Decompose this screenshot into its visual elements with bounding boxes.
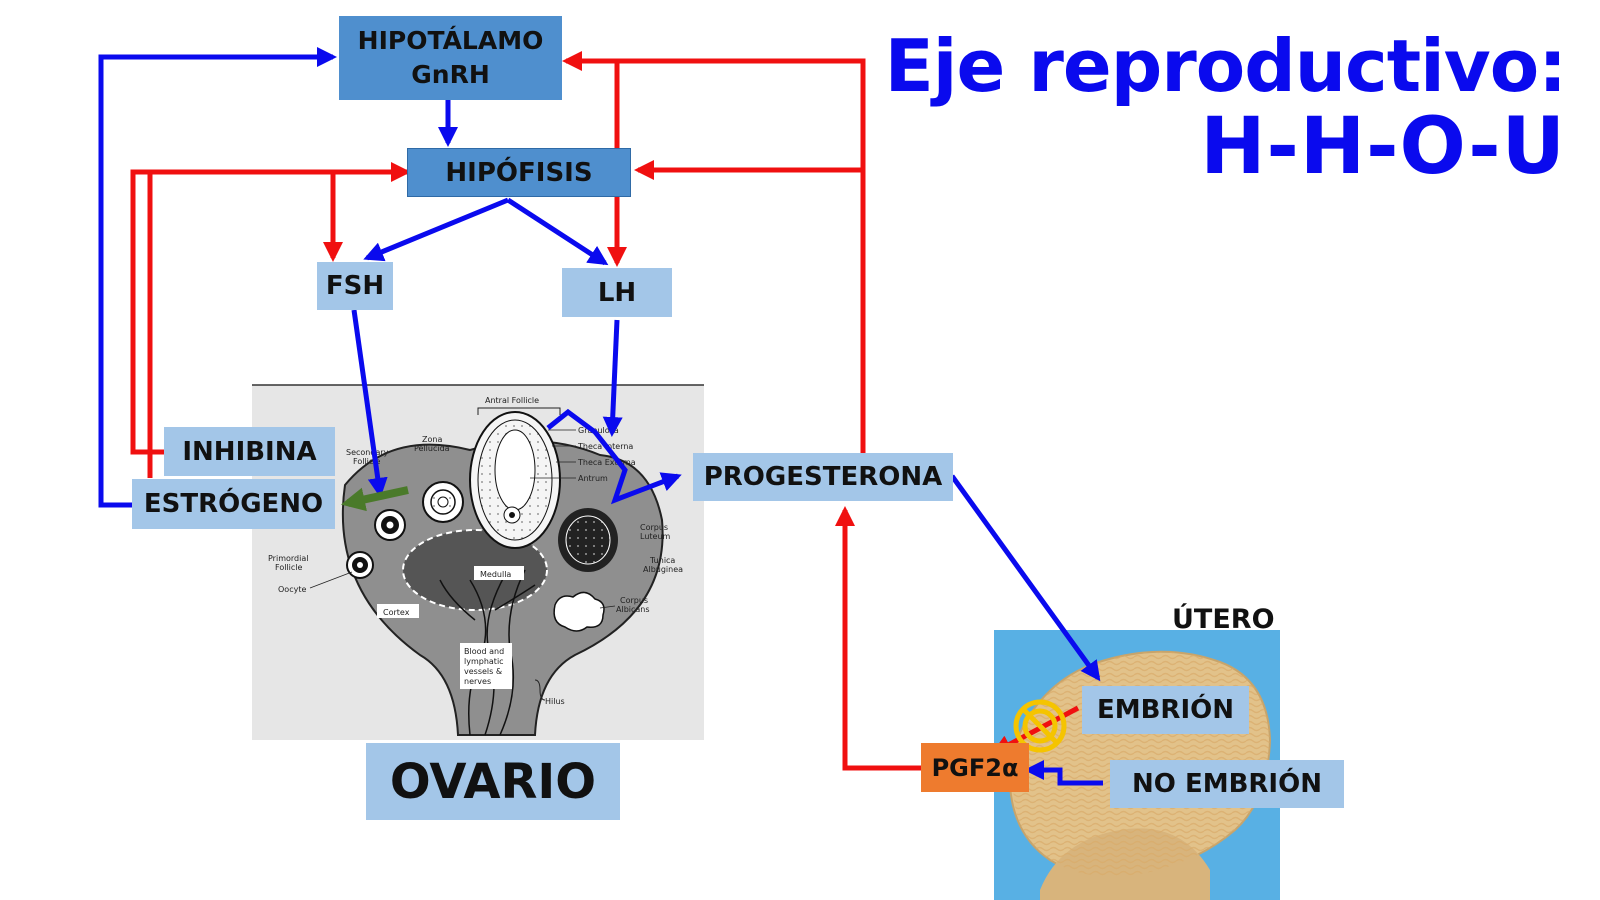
cortex-label: Cortex — [383, 608, 410, 617]
pgf2a-label: PGF2α — [931, 753, 1019, 782]
title-line-2: H-H-O-U — [1200, 102, 1566, 192]
corpus-albicans-label-2: Albicans — [616, 605, 650, 614]
arrow-hipofisis-fsh — [363, 197, 509, 262]
arrow-fsh-follicle — [351, 309, 388, 498]
arrow-progesterona-embrion — [949, 474, 1101, 682]
gnrh-label: GnRH — [411, 60, 490, 89]
estrogeno-label: ESTRÓGENO — [143, 489, 324, 519]
arrow-pgf2a-progesterona — [835, 506, 925, 771]
corpus-albicans — [553, 591, 605, 632]
hilus-label: Hilus — [545, 697, 565, 706]
fsh-label: FSH — [325, 271, 385, 301]
oocyte-label: Oocyte — [278, 585, 306, 594]
utero-label: ÚTERO — [1172, 604, 1275, 635]
zona-label-1: Zona — [422, 435, 442, 444]
arrow-progesterona-hipotalamo — [562, 51, 866, 172]
vessels-label-3: vessels & — [464, 667, 502, 676]
arrow-corpus-progesterona — [546, 408, 682, 505]
ovario-label: OVARIO — [389, 753, 597, 810]
hipofisis-label: HIPÓFISIS — [445, 157, 593, 188]
hipofisis-box: HIPÓFISIS — [407, 148, 631, 197]
vessels-label-bg — [460, 643, 512, 689]
cortex-label-bg — [377, 604, 419, 618]
corpus-luteum — [558, 508, 618, 572]
pgf2a-box: PGF2α — [921, 743, 1029, 792]
blocked-icon — [1013, 699, 1067, 753]
secondary-follicle-label-2: Follicle — [353, 457, 381, 466]
follicle-secondary — [374, 509, 406, 541]
zona-label-2: Pellucida — [414, 444, 450, 453]
corpus-albicans-label-1: Corpus — [620, 596, 648, 605]
inhibina-box: INHIBINA — [164, 427, 335, 476]
lh-label: LH — [597, 277, 637, 308]
vessels-label-2: lymphatic — [464, 657, 504, 666]
primordial-follicle-label-1: Primordial — [268, 554, 308, 563]
arrow-lh-follicle — [602, 319, 623, 437]
title-line-1: Eje reproductivo: — [884, 24, 1567, 108]
vessels-label-1: Blood and — [464, 647, 504, 656]
ovario-box: OVARIO — [366, 743, 620, 820]
follicle-primordial — [346, 551, 374, 579]
fsh-box: FSH — [317, 262, 393, 310]
no-embrion-box: NO EMBRIÓN — [1110, 760, 1344, 808]
no-embrion-label: NO EMBRIÓN — [1132, 769, 1322, 799]
tunica-label-1: Tunica — [649, 556, 675, 565]
medulla-label-bg — [474, 566, 524, 580]
inhibina-label: INHIBINA — [182, 436, 317, 467]
embrion-box: EMBRIÓN — [1082, 686, 1249, 734]
hipotalamo-label: HIPOTÁLAMO — [357, 26, 544, 56]
corpus-luteum-label-2: Luteum — [640, 532, 671, 541]
theca-externa-label: Theca Externa — [577, 458, 636, 467]
progesterona-box: PROGESTERONA — [693, 453, 953, 501]
secondary-follicle-label-1: Secondary — [346, 448, 389, 457]
antral-follicle-label: Antral Follicle — [485, 396, 539, 405]
blue-arrows — [98, 47, 1103, 786]
embrion-label: EMBRIÓN — [1096, 695, 1234, 725]
arrow-follicle-estrogeno — [340, 486, 409, 512]
arrow-estrogeno-hipotalamo — [98, 47, 337, 508]
primordial-follicle-label-2: Follicle — [275, 563, 303, 572]
arrow-hipofisis-lh — [506, 197, 609, 266]
follicle-zona — [422, 481, 464, 523]
vessels-label-4: nerves — [464, 677, 491, 686]
tunica-label-2: Albuginea — [643, 565, 683, 574]
hipotalamo-box: HIPOTÁLAMO GnRH — [339, 16, 562, 100]
lh-box: LH — [562, 268, 672, 317]
granulosa-label: Granulosa — [578, 426, 619, 435]
progesterona-label: PROGESTERONA — [703, 462, 943, 492]
antrum-label: Antrum — [578, 474, 608, 483]
corpus-luteum-label-1: Corpus — [640, 523, 668, 532]
arrow-noembrion-pgf2a — [1024, 760, 1103, 786]
medulla-label: Medulla — [480, 570, 511, 579]
follicle-antral — [469, 411, 561, 549]
estrogeno-box: ESTRÓGENO — [132, 479, 335, 529]
